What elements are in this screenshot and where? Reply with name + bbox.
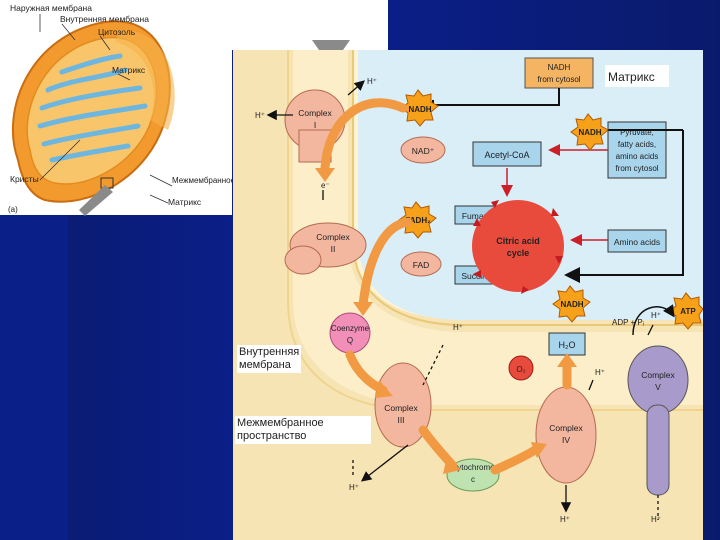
matrix-label: Матрикс <box>608 70 655 84</box>
svg-text:fatty acids,: fatty acids, <box>618 140 656 149</box>
svg-text:H⁺: H⁺ <box>651 311 661 320</box>
matrix-label-box <box>605 65 669 87</box>
mitochondrion-illustration: Наружная мембрана Внутренняя мембрана Ци… <box>8 3 288 214</box>
svg-text:II: II <box>331 244 336 254</box>
svg-text:Coenzyme: Coenzyme <box>331 324 370 333</box>
svg-text:O₂: O₂ <box>516 365 525 374</box>
svg-text:amino acids: amino acids <box>616 152 659 161</box>
svg-text:NADH: NADH <box>578 128 601 137</box>
citric-acid-cycle <box>472 200 564 292</box>
coenzyme-q <box>329 312 371 354</box>
svg-text:V: V <box>655 382 661 392</box>
svg-text:ADP + Pᵢ: ADP + Pᵢ <box>612 318 644 327</box>
matrix-label-2: Матрикс <box>168 197 202 207</box>
svg-text:cycle: cycle <box>507 248 530 258</box>
intermembrane-caption: Межмембранное пространство <box>235 416 371 444</box>
svg-text:Fumarate: Fumarate <box>462 211 499 221</box>
inner-membrane-label: Внутренняя мембрана <box>60 14 149 24</box>
svg-text:III: III <box>397 415 404 425</box>
svg-text:H⁺: H⁺ <box>651 515 661 524</box>
complex-5 <box>627 345 689 415</box>
svg-text:H⁺: H⁺ <box>349 483 359 492</box>
svg-text:Complex: Complex <box>549 423 583 433</box>
zoom-pointer-left-icon <box>79 185 113 216</box>
svg-text:Citric acid: Citric acid <box>496 236 540 246</box>
svg-text:H⁺: H⁺ <box>255 111 265 120</box>
svg-text:FAD: FAD <box>413 260 430 270</box>
svg-text:e⁻: e⁻ <box>321 181 330 190</box>
cristae-label: Кристы <box>10 174 39 184</box>
cytochrome-c <box>446 458 500 492</box>
svg-text:H⁺: H⁺ <box>560 515 570 524</box>
svg-text:Complex: Complex <box>316 232 350 242</box>
matrix-label: Матрикс <box>112 65 146 75</box>
acetyl-coa-box <box>472 141 542 167</box>
svg-text:Complex: Complex <box>298 108 332 118</box>
svg-text:from cytosol: from cytosol <box>537 75 580 84</box>
svg-text:Acetyl-CoA: Acetyl-CoA <box>484 150 529 160</box>
svg-text:NADH: NADH <box>560 300 583 309</box>
svg-text:NADH: NADH <box>408 105 431 114</box>
inner-membrane-caption: Внутренняя мембрана <box>237 345 302 373</box>
nadh-burst-2: NADH <box>570 113 609 151</box>
svg-text:H⁺: H⁺ <box>595 368 605 377</box>
atp-burst: ATP <box>668 292 703 330</box>
mitochondrion-figure-panel: Наружная мембрана Внутренняя мембрана Ци… <box>0 0 288 215</box>
svg-text:Amino acids: Amino acids <box>614 237 660 247</box>
svg-text:I: I <box>314 120 316 130</box>
svg-text:NAD⁺: NAD⁺ <box>412 146 435 156</box>
outer-membrane-label: Наружная мембрана <box>10 3 92 13</box>
etc-diagram-svg: Матрикс NADH from cytosol Pyruvate, fatt… <box>233 50 703 540</box>
fadh2-burst: FADH₂ <box>398 201 437 239</box>
nadh-burst-3: NADH <box>552 285 591 323</box>
svg-text:FADH₂: FADH₂ <box>405 216 431 225</box>
svg-text:Pyruvate,: Pyruvate, <box>620 128 654 137</box>
figure-letter: (a) <box>8 205 18 214</box>
svg-text:H₂O: H₂O <box>559 340 576 350</box>
svg-text:c: c <box>471 475 475 484</box>
svg-text:from cytosol: from cytosol <box>615 164 658 173</box>
svg-text:Complex: Complex <box>641 370 675 380</box>
electron-transport-diagram: Матрикс NADH from cytosol Pyruvate, fatt… <box>233 50 703 540</box>
pyruvate-box <box>607 121 667 179</box>
amino-acids-box <box>607 229 667 253</box>
svg-text:Q: Q <box>347 336 353 345</box>
svg-text:ATP: ATP <box>680 307 696 316</box>
complex-3 <box>374 362 432 448</box>
o2 <box>508 355 534 381</box>
svg-text:Cytochrome: Cytochrome <box>451 463 495 472</box>
svg-text:NADH: NADH <box>548 63 571 72</box>
left-blue-strip <box>0 215 68 540</box>
svg-text:H⁺: H⁺ <box>367 77 377 86</box>
svg-text:IV: IV <box>562 435 570 445</box>
nad-plus <box>400 136 446 164</box>
cytosol-label: Цитозоль <box>98 27 136 37</box>
svg-text:Complex: Complex <box>384 403 418 413</box>
intermembrane-label: Межмембранное пространство <box>172 176 232 185</box>
nadh-burst-1: NADH <box>400 89 439 127</box>
nadh-from-cytosol-box <box>524 57 594 89</box>
fad <box>400 251 442 277</box>
svg-text:H⁺: H⁺ <box>453 323 463 332</box>
